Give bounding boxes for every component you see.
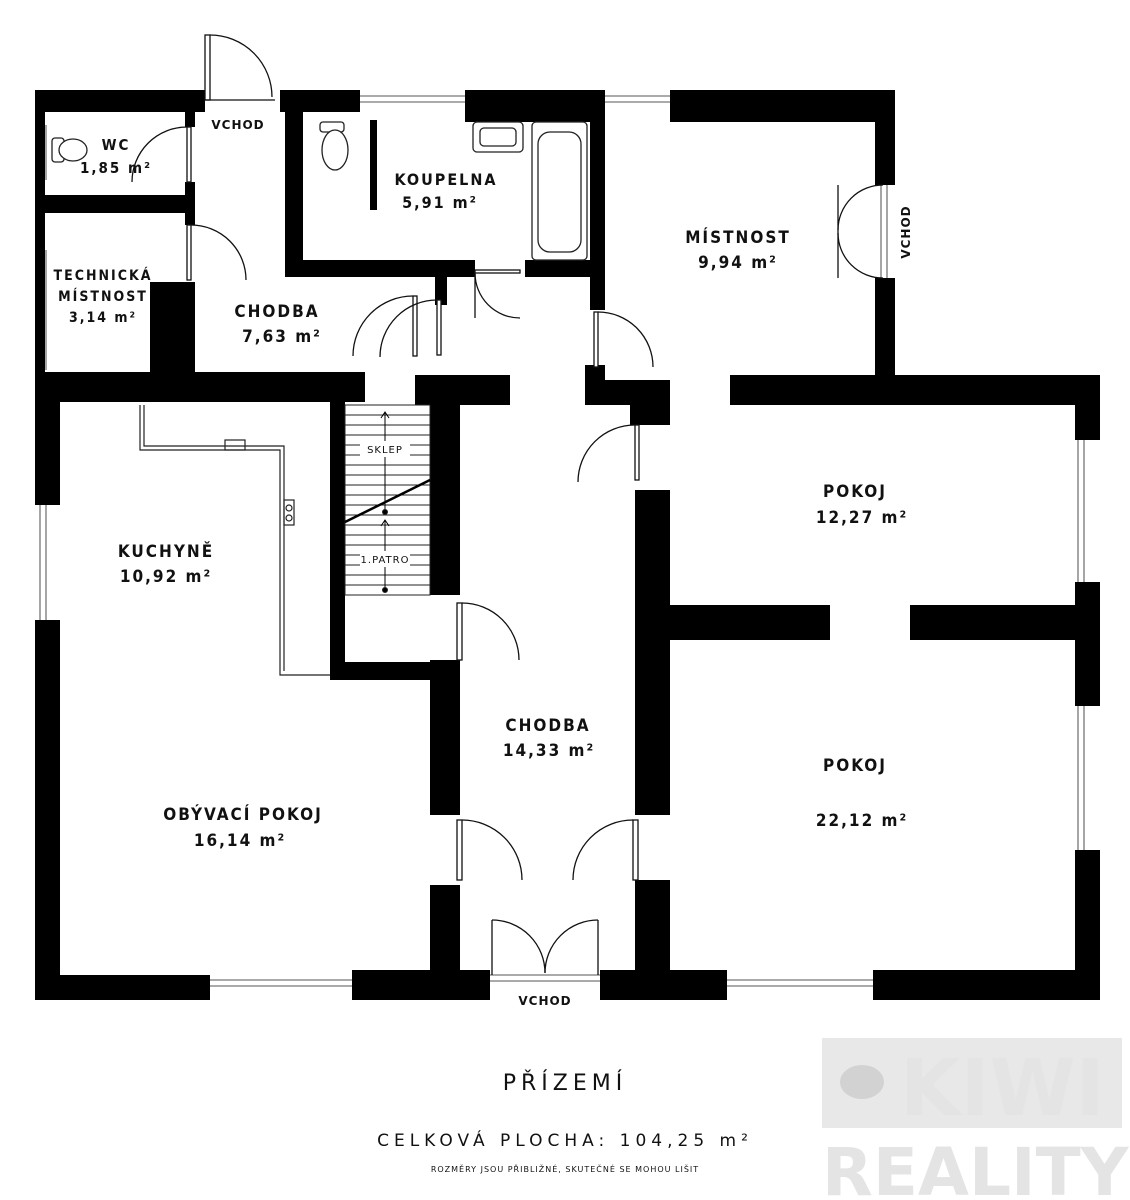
misc-labels: VCHOD VCHOD VCHOD SKLEP 1.PATRO (211, 118, 913, 1008)
floor-title: PŘÍZEMÍ (503, 1070, 627, 1096)
disclaimer-note: ROZMĚRY JSOU PŘIBLIŽNÉ, SKUTEČNÉ SE MOHO… (431, 1163, 699, 1174)
room-name-technicka-1: TECHNICKÁ (54, 267, 153, 284)
staircase (344, 404, 431, 596)
room-area-technicka: 3,14 m² (69, 310, 137, 326)
entrance-label-right: VCHOD (899, 205, 913, 258)
room-name-mistnost: MÍSTNOST (685, 226, 791, 248)
logo-line2: REALITY (822, 1134, 1130, 1200)
total-area: CELKOVÁ PLOCHA: 104,25 m² (377, 1129, 753, 1151)
doors (131, 34, 884, 975)
room-area-obyvaci: 16,14 m² (194, 831, 286, 851)
kiwi-reality-logo: KIWI REALITY (822, 1038, 1130, 1200)
entrance-label-top: VCHOD (211, 118, 264, 132)
footer: PŘÍZEMÍ CELKOVÁ PLOCHA: 104,25 m² ROZMĚR… (377, 1070, 753, 1174)
room-name-chodba-small: CHODBA (234, 302, 319, 322)
walls (35, 90, 1100, 1000)
stairs-label-patro: 1.PATRO (361, 555, 410, 566)
bathroom-fixtures (51, 121, 588, 261)
room-area-pokoj-2: 22,12 m² (816, 811, 908, 831)
room-labels: WC 1,85 m² TECHNICKÁ MÍSTNOST 3,14 m² KO… (54, 136, 908, 851)
room-area-mistnost: 9,94 m² (698, 253, 778, 273)
room-name-chodba-large: CHODBA (505, 716, 590, 736)
room-area-chodba-large: 14,33 m² (503, 741, 595, 761)
room-name-koupelna: KOUPELNA (394, 170, 497, 189)
room-area-chodba-small: 7,63 m² (242, 327, 322, 347)
room-area-wc: 1,85 m² (80, 159, 152, 177)
room-name-pokoj-2: POKOJ (823, 756, 887, 776)
stairs-label-sklep: SKLEP (367, 445, 403, 456)
room-area-kuchyne: 10,92 m² (120, 567, 212, 587)
kitchen-counter (139, 405, 330, 676)
room-area-koupelna: 5,91 m² (402, 193, 478, 212)
room-name-obyvaci: OBÝVACÍ POKOJ (163, 803, 323, 825)
room-name-kuchyne: KUCHYNĚ (118, 540, 214, 562)
room-name-pokoj-1: POKOJ (823, 482, 887, 502)
room-area-pokoj-1: 12,27 m² (816, 508, 908, 528)
room-name-wc: WC (102, 136, 131, 154)
room-name-technicka-2: MÍSTNOST (58, 288, 148, 305)
entrance-label-bottom: VCHOD (518, 994, 571, 1008)
logo-line1: KIWI (900, 1044, 1105, 1134)
